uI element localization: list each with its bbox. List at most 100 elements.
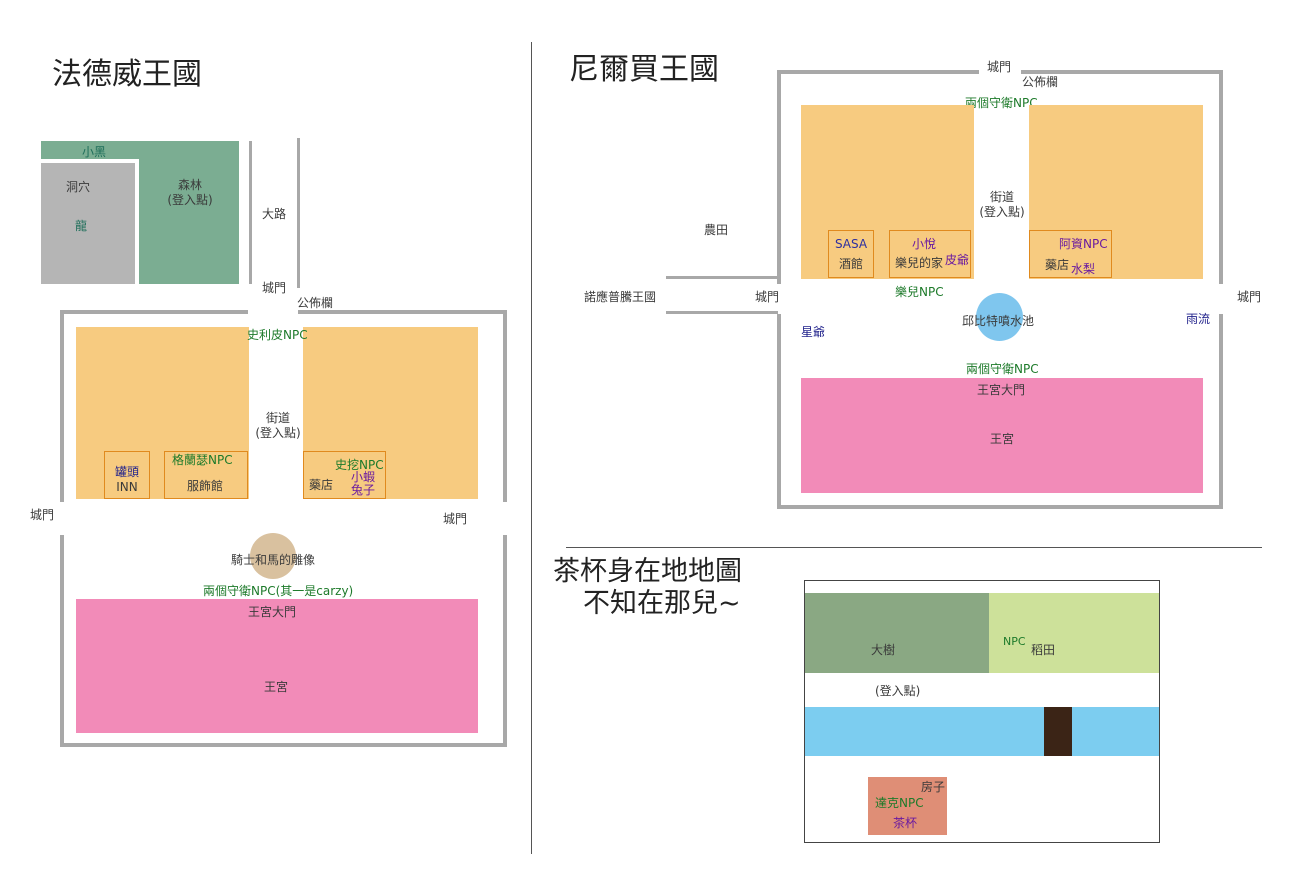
n-palace-block <box>801 378 1203 493</box>
east-building-block <box>303 327 478 499</box>
nierbai-title: 尼爾買王國 <box>569 52 719 87</box>
n-east-building-block <box>1029 105 1203 279</box>
yuliu-label: 雨流 <box>1186 312 1211 326</box>
t-npc-label: NPC <box>1003 635 1026 648</box>
farm-label: 農田 <box>704 223 729 237</box>
n-west-building-block <box>801 105 974 279</box>
n-wall-right-lower <box>1219 314 1223 509</box>
n-road-lower <box>666 311 778 314</box>
city-wall-left-upper <box>60 310 64 502</box>
road-label: 大路 <box>262 207 287 221</box>
gate-north-label: 城門 <box>262 281 287 295</box>
n-palace-gate-label: 王宮大門 <box>977 383 1026 397</box>
n-street-label: 街道 (登入點) <box>974 190 1030 220</box>
forest-label-line2: (登入點) <box>167 193 213 207</box>
n-gate-north-label: 城門 <box>987 60 1012 74</box>
city-wall-bottom <box>60 743 507 747</box>
teacup-title-line1: 茶杯身在地地圖 <box>553 556 742 587</box>
can-inn-label: 罐頭 INN <box>104 465 150 495</box>
n-street-line2: (登入點) <box>979 205 1025 219</box>
n-wall-left-upper <box>777 70 781 284</box>
xiaoxia-label: 小蝦 兔子 <box>349 471 377 496</box>
leer-home-label: 樂兒的家 <box>895 256 944 270</box>
shilipi-npc-label: 史利皮NPC <box>247 328 308 342</box>
statue-label: 騎士和馬的雕像 <box>231 553 316 567</box>
city-wall-top-right <box>298 310 507 314</box>
teacup-label: 茶杯 <box>893 816 918 830</box>
big-tree-label: 大樹 <box>871 643 896 657</box>
vertical-divider <box>531 42 532 854</box>
city-wall-top-left <box>60 310 248 314</box>
leer-home-shop <box>889 230 971 278</box>
teacup-title-line2: 不知在那兒~ <box>583 588 741 620</box>
n-guards-bottom-label: 兩個守衛NPC <box>966 362 1039 376</box>
city-wall-left-lower <box>60 535 64 747</box>
street-label-line2: (登入點) <box>255 426 301 440</box>
dragon-label: 龍 <box>75 219 88 233</box>
gelanse-npc-label: 格蘭瑟NPC <box>172 453 233 467</box>
bar-name-label: 酒館 <box>838 257 863 271</box>
cave-label: 洞穴 <box>66 180 91 194</box>
road-wall-left <box>249 141 252 284</box>
house-area <box>868 777 947 835</box>
clothing-shop-label: 服飾館 <box>187 479 224 493</box>
forest-separator <box>41 159 139 163</box>
clothing-shop <box>164 451 248 499</box>
fountain-label: 邱比特噴水池 <box>962 314 1035 328</box>
n-wall-left-lower <box>777 314 781 509</box>
n-road-upper <box>666 276 778 279</box>
xiaoxia-line1: 小蝦 <box>350 470 375 484</box>
city-wall-right-upper <box>503 310 507 502</box>
rice-field-area <box>989 593 1159 673</box>
guards-label: 兩個守衛NPC(其一是carzy) <box>203 584 354 598</box>
gate-west-label: 城門 <box>30 508 55 522</box>
can-inn-line1: 罐頭 <box>114 465 139 479</box>
cave-area <box>41 163 135 284</box>
t-login-point-label: (登入點) <box>875 684 921 698</box>
shiwa-npc-label: 史挖NPC <box>335 458 384 472</box>
shuili-label: 水梨 <box>1071 262 1096 276</box>
n-gate-east-label: 城門 <box>1237 290 1262 304</box>
gate-east-label: 城門 <box>443 512 468 526</box>
n-wall-bottom <box>777 505 1223 509</box>
street-label: 街道 (登入點) <box>250 411 306 441</box>
rice-field-label: 稻田 <box>1031 643 1056 657</box>
n-wall-top-left <box>777 70 979 74</box>
bar-label: SASA 酒館 <box>828 237 874 272</box>
teacup-title: 茶杯身在地地圖 不知在那兒~ <box>553 556 742 621</box>
forest-label: 森林 (登入點) <box>158 178 222 208</box>
xiaohei-label: 小黑 <box>82 145 107 159</box>
can-inn-line2: INN <box>116 480 138 494</box>
xiaoyue-label: 小悅 <box>912 237 937 251</box>
horizontal-divider <box>566 547 1262 548</box>
pharmacy-shop <box>303 451 386 499</box>
azi-npc-label: 阿資NPC <box>1059 237 1108 251</box>
n-guards-top-label: 兩個守衛NPC <box>965 96 1038 110</box>
bridge <box>1044 707 1072 756</box>
street-label-line1: 街道 <box>265 411 290 425</box>
n-gate-west-label: 城門 <box>755 290 780 304</box>
road-wall-right <box>297 138 300 288</box>
fadewei-title: 法德威王國 <box>52 57 202 92</box>
xiaoxia-line2: 兔子 <box>350 482 375 497</box>
sasa-label: SASA <box>834 237 868 251</box>
n-pharmacy-shop <box>1029 230 1112 278</box>
neighbor-kingdom-label: 諾應普騰王國 <box>584 290 657 304</box>
n-wall-right-upper <box>1219 70 1223 284</box>
pijie-label: 皮爺 <box>945 253 970 267</box>
n-notice-board-label: 公佈欄 <box>1022 75 1059 89</box>
house-label: 房子 <box>921 780 946 794</box>
fountain-circle <box>976 293 1023 341</box>
can-inn-shop <box>104 451 150 499</box>
palace-gate-label: 王宮大門 <box>248 605 297 619</box>
leer-npc-label: 樂兒NPC <box>895 285 944 299</box>
big-tree-area <box>805 593 989 673</box>
bar-shop <box>828 230 874 278</box>
n-palace-label: 王宮 <box>990 432 1015 446</box>
statue-circle <box>250 533 296 579</box>
n-pharmacy-label: 藥店 <box>1045 258 1070 272</box>
n-wall-top-right <box>1021 70 1223 74</box>
dake-npc-label: 達克NPC <box>875 796 924 810</box>
pharmacy-label: 藥店 <box>309 478 334 492</box>
palace-block <box>76 599 478 733</box>
